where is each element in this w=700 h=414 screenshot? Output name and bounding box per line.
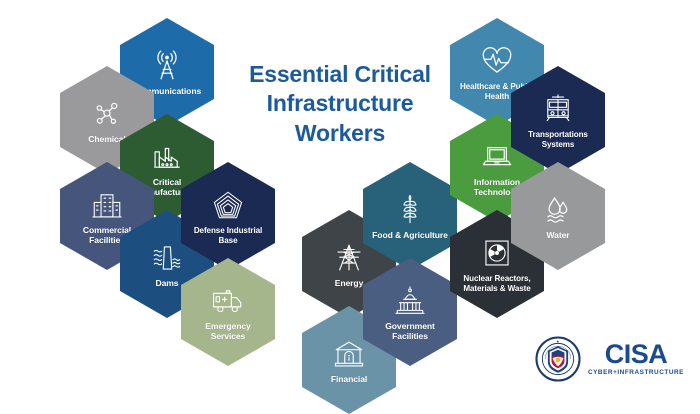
broadcast-tower-icon (147, 48, 187, 84)
sector-label: Energy (334, 277, 364, 288)
sector-label: Chemical (88, 133, 126, 144)
ambulance-icon (208, 283, 248, 319)
bank-icon (329, 336, 369, 372)
wheat-icon (390, 192, 430, 228)
title-line-2: Infrastructure (266, 90, 414, 117)
cisa-wordmark: CISA CYBER+INFRASTRUCTURE (587, 339, 684, 376)
cisa-tagline: CYBER+INFRASTRUCTURE (587, 368, 684, 376)
sector-label: Dams (155, 277, 179, 288)
page-title: Essential Critical Infrastructure Worker… (230, 60, 450, 148)
water-drops-icon (538, 192, 578, 228)
sector-hex-water[interactable]: Water (511, 162, 605, 270)
power-pylon-icon (329, 240, 369, 276)
capitol-icon (390, 283, 430, 319)
title-line-1: Essential Critical (249, 61, 431, 87)
svg-text:★: ★ (556, 339, 560, 343)
dam-water-icon (147, 240, 187, 276)
sector-label: Emergency Services (205, 320, 251, 341)
sector-hex-transportations-systems[interactable]: Transportations Systems (511, 66, 605, 174)
train-icon (538, 91, 578, 127)
sector-label: Critical Manufacturing (138, 176, 196, 197)
sector-label: Defense Industrial Base (193, 226, 263, 245)
laptop-icon (477, 139, 517, 175)
sector-label: Transportations Systems (528, 130, 588, 149)
factory-icon (147, 139, 187, 175)
heartbeat-icon (477, 43, 517, 79)
office-building-icon (87, 187, 127, 223)
sector-label: Communications (132, 85, 202, 96)
sector-label: Commercial Facilities (82, 224, 132, 245)
sector-label: Government Facilities (385, 320, 435, 341)
sector-label: Nuclear Reactors, Materials & Waste (463, 274, 531, 293)
radiation-icon (477, 235, 517, 271)
cisa-name: CISA (604, 339, 668, 370)
molecule-icon (87, 96, 127, 132)
title-line-3: Workers (294, 119, 386, 146)
pentagon-icon (208, 187, 248, 223)
sector-label: Water (546, 229, 570, 240)
dhs-seal-icon: ★ (535, 336, 581, 382)
sector-label: Healthcare & Public Health (459, 82, 535, 101)
sector-label: Financial (330, 373, 368, 384)
sector-label: Information Technology (473, 176, 521, 197)
sector-label: Food & Agriculture (372, 229, 448, 240)
cisa-logo: ★ CISA CYBER+INFRASTRUCTURE (535, 336, 684, 382)
